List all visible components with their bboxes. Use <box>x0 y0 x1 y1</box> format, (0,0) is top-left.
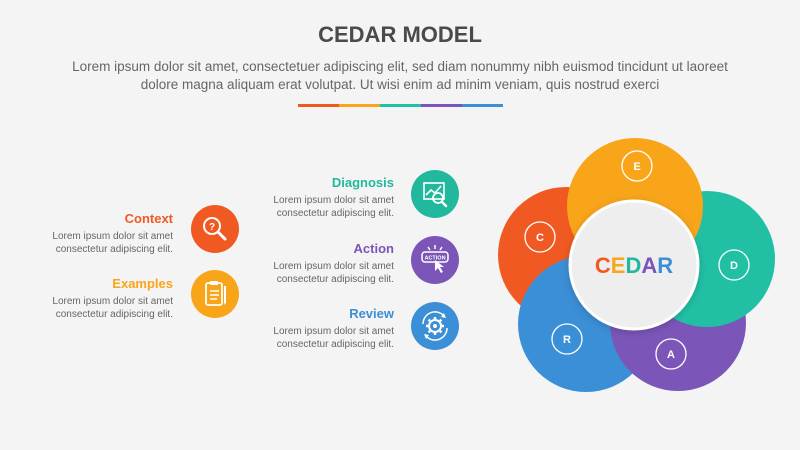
context-heading: Context <box>124 211 173 226</box>
petal-letter-a: A <box>667 349 675 361</box>
cedar-center-letter: R <box>657 253 673 278</box>
petal-letter-e: E <box>633 161 640 173</box>
petal-letter-c: C <box>536 232 544 244</box>
review-item: Review Lorem ipsum dolor sit amet consec… <box>244 306 394 351</box>
petal-letter-d: D <box>730 260 738 272</box>
page-title: CEDAR MODEL <box>318 22 482 47</box>
action-heading: Action <box>353 241 394 256</box>
context-description-line: Lorem ipsum dolor sit amet <box>52 231 173 242</box>
action-item: Action Lorem ipsum dolor sit amet consec… <box>244 241 394 286</box>
cedar-center-letter: C <box>595 253 611 278</box>
gear-cycle-icon <box>411 302 459 350</box>
petal-letter-ring <box>718 249 750 281</box>
examples-heading: Examples <box>112 276 173 291</box>
color-divider <box>298 104 503 107</box>
cedar-center-letter: D <box>625 253 641 278</box>
diagnosis-description: Lorem ipsum dolor sit amet consectetur a… <box>244 194 394 220</box>
cedar-center-letter: A <box>641 253 657 278</box>
petal-letter-ring <box>524 221 556 253</box>
svg-text:?: ? <box>209 222 215 233</box>
diagnosis-item: Diagnosis Lorem ipsum dolor sit amet con… <box>244 175 394 220</box>
action-description-line: consectetur adipiscing elit. <box>276 274 394 285</box>
cedar-center-circle <box>568 199 700 331</box>
color-divider-segment <box>339 104 380 107</box>
color-divider-segment <box>380 104 421 107</box>
context-item: Context Lorem ipsum dolor sit amet conse… <box>30 211 173 256</box>
petal-letter-ring <box>551 323 583 355</box>
clipboard-checklist-icon <box>191 270 239 318</box>
petal-letter-r: R <box>563 334 571 346</box>
color-divider-segment <box>462 104 503 107</box>
action-button-click-icon: ACTION <box>411 236 459 284</box>
context-description-line: consectetur adipiscing elit. <box>55 244 173 255</box>
cedar-center-letter: E <box>611 253 626 278</box>
action-description-line: Lorem ipsum dolor sit amet <box>273 261 394 272</box>
petal-letter-ring <box>621 150 653 182</box>
cedar-center-word: CEDAR <box>595 253 673 278</box>
examples-description-line: Lorem ipsum dolor sit amet <box>52 296 173 307</box>
review-description-line: Lorem ipsum dolor sit amet <box>273 326 394 337</box>
examples-description-line: consectetur adipiscing elit. <box>55 309 173 320</box>
action-description: Lorem ipsum dolor sit amet consectetur a… <box>244 260 394 286</box>
action-icon-text: ACTION <box>424 256 445 262</box>
diagnosis-description-line: Lorem ipsum dolor sit amet <box>273 195 394 206</box>
examples-item: Examples Lorem ipsum dolor sit amet cons… <box>30 276 173 321</box>
color-divider-segment <box>421 104 462 107</box>
petal-letter-ring <box>655 338 687 370</box>
review-heading: Review <box>349 306 394 321</box>
review-description-line: consectetur adipiscing elit. <box>276 339 394 350</box>
page-subtitle: Lorem ipsum dolor sit amet, consectetuer… <box>72 59 728 92</box>
magnifier-question-icon: ? <box>191 205 239 253</box>
review-description: Lorem ipsum dolor sit amet consectetur a… <box>244 325 394 351</box>
chart-magnifier-icon <box>411 170 459 218</box>
examples-description: Lorem ipsum dolor sit amet consectetur a… <box>30 295 173 321</box>
color-divider-segment <box>298 104 339 107</box>
diagnosis-description-line: consectetur adipiscing elit. <box>276 208 394 219</box>
context-description: Lorem ipsum dolor sit amet consectetur a… <box>30 230 173 256</box>
diagnosis-heading: Diagnosis <box>331 175 394 190</box>
